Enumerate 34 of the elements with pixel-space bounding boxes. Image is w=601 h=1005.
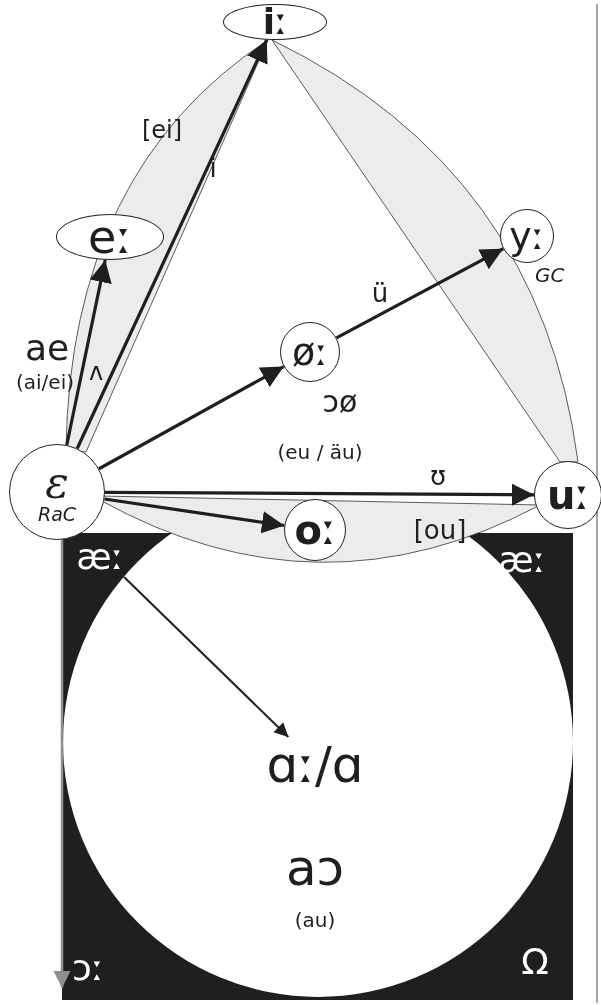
vowel-circle: [500, 209, 554, 263]
spelling-note: (au): [294, 910, 336, 930]
arrow: [105, 483, 534, 506]
phoneme-symbol: uː: [547, 475, 589, 515]
variety-label: RaC: [37, 504, 77, 524]
arrow: [65, 259, 112, 446]
phoneme-symbol: æː: [68, 537, 132, 577]
bracketed-phoneme: [ou]: [413, 517, 467, 543]
vowel-ellipse: [56, 214, 164, 260]
edge-label: ü: [371, 280, 389, 306]
arrow: [53, 540, 71, 988]
diphthong-symbol: ae: [24, 330, 70, 366]
edge-label: ʊ: [429, 463, 447, 489]
phoneme-symbol: ɑː/ɑ: [250, 737, 380, 793]
arrow: [123, 576, 290, 738]
variety-label: GC: [535, 265, 565, 285]
phoneme-symbol: ɛ: [45, 460, 69, 505]
diphthong-symbol: ɔø: [322, 387, 358, 417]
vowel-circle: [280, 322, 340, 382]
phoneme-symbol: iː: [262, 4, 288, 40]
phoneme-symbol: oː: [294, 510, 336, 550]
spelling-note: (eu / äu): [277, 442, 363, 462]
phoneme-symbol: øː: [291, 333, 329, 371]
phoneme-symbol: Ω: [521, 944, 549, 980]
arrow: [98, 365, 285, 471]
diphthong-symbol: aɔ: [285, 843, 345, 893]
spelling-note: (ai/ei): [16, 372, 74, 392]
phoneme-symbol: eː: [88, 214, 132, 260]
phoneme-symbol: ɔː: [60, 948, 116, 988]
phoneme-symbol: yː: [509, 217, 545, 255]
arrow: [104, 497, 285, 534]
arrow: [335, 247, 504, 340]
bracketed-phoneme: [ei]: [141, 118, 183, 142]
edge-label: ʌ: [88, 360, 104, 384]
